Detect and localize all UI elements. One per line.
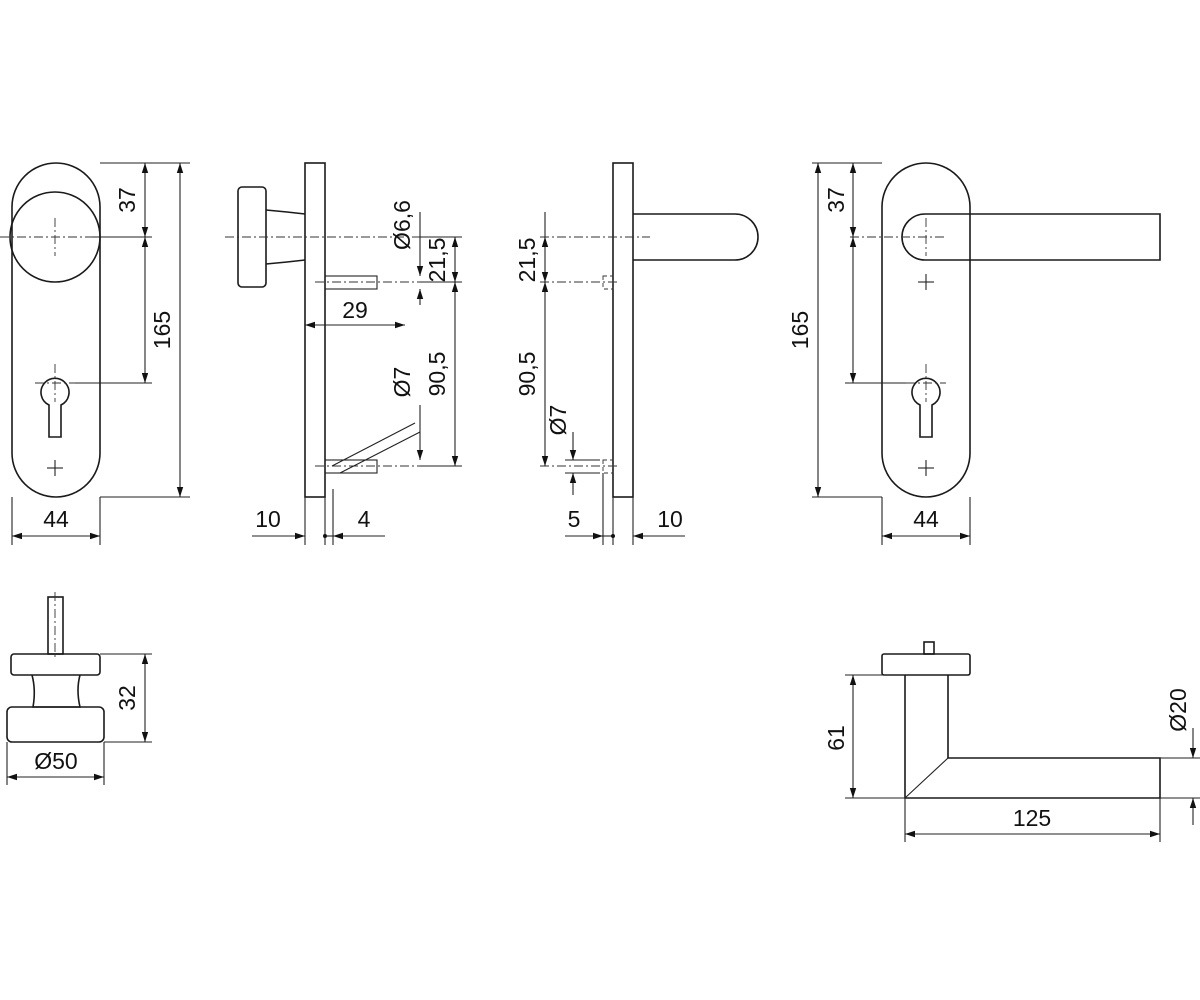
plate-side-outline — [304, 162, 326, 498]
dimension-label: 37 — [114, 187, 140, 213]
dimension-label: 10 — [657, 506, 683, 532]
dimension-dot — [323, 534, 327, 538]
lever-side-outline — [633, 213, 759, 261]
dimension-label: 21,5 — [424, 238, 450, 283]
upper-stud — [324, 275, 378, 290]
dimension-label: 5 — [568, 506, 581, 532]
lever-plate-side-view: 21,5 90,5 Ø7 5 10 — [514, 162, 759, 545]
knob-top-view: 32 Ø50 — [6, 592, 152, 785]
leader-line — [339, 431, 421, 474]
leader-line — [331, 422, 416, 467]
lever-handle-outline — [901, 213, 1161, 261]
cylinder-keyhole — [911, 377, 941, 438]
dimension-label: Ø6,6 — [389, 200, 415, 250]
dimension-label: Ø50 — [34, 748, 77, 774]
dimension-label: 37 — [823, 187, 849, 213]
dimension-label: 21,5 — [514, 238, 540, 283]
plate-side-outline — [612, 162, 634, 498]
dimension-label: 4 — [358, 506, 371, 532]
hidden-stud — [602, 275, 614, 290]
dimension-label: Ø7 — [389, 367, 415, 398]
dimension-label: 32 — [114, 685, 140, 711]
rosette-outline — [881, 653, 971, 676]
dimension-label: 44 — [43, 506, 69, 532]
rosette-outline — [10, 653, 101, 676]
dimension-label: 29 — [342, 297, 368, 323]
lever-top-view: 61 Ø20 125 — [823, 641, 1200, 842]
knob-neck — [265, 259, 306, 265]
cylinder-keyhole — [40, 377, 70, 438]
knob-plate-side-view: Ø6,6 21,5 29 Ø7 90,5 10 4 — [225, 162, 462, 545]
dimension-label: 44 — [913, 506, 939, 532]
spindle — [923, 641, 935, 655]
lever-bend-line — [904, 757, 949, 799]
lever-outline — [904, 675, 1161, 799]
dimension-dot — [611, 534, 615, 538]
spindle — [47, 596, 64, 655]
dimension-label: 165 — [787, 311, 813, 349]
plate-outline — [11, 162, 101, 498]
dimension-label: 90,5 — [424, 352, 450, 397]
plate-outline — [881, 162, 971, 498]
dimension-label: 61 — [823, 725, 849, 751]
dimension-label: 165 — [149, 311, 175, 349]
dimension-label: 90,5 — [514, 352, 540, 397]
dimension-label: 10 — [255, 506, 281, 532]
knob-neck — [265, 209, 306, 215]
knob-neck — [31, 674, 82, 708]
dimension-label: Ø20 — [1165, 688, 1191, 731]
hidden-stud — [602, 459, 614, 474]
dimension-label: 125 — [1013, 805, 1051, 831]
knob-outline — [6, 706, 105, 743]
lower-stud — [324, 459, 378, 474]
dimension-label: Ø7 — [545, 405, 571, 436]
lever-plate-front-view: 37 165 44 — [787, 162, 1161, 545]
knob-plate-front-view: 37 165 44 — [0, 162, 190, 545]
